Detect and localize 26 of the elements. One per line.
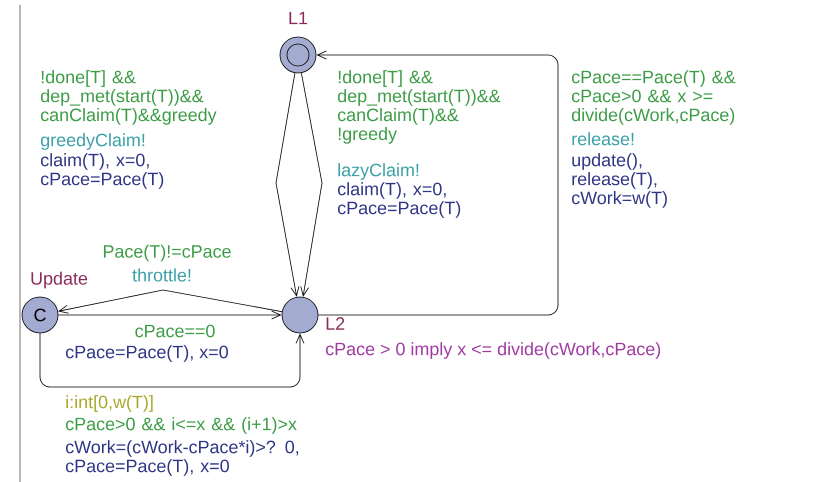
guard-label: Pace(T)!=cPace xyxy=(104,244,231,262)
location-name: Update xyxy=(31,272,88,288)
update-label: update(), release(T), cWork=w(T) xyxy=(572,153,667,208)
update-label: cWork=(cWork-cPace*i)>? 0, cPace=Pace(T), x=0 xyxy=(66,440,298,476)
guard-label: cPace==Pace(T) && cPace>0 && x >= divide(cWork,cPace) xyxy=(572,70,736,125)
sync-label: greedyClaim! xyxy=(40,133,144,150)
update-label: claim(T), x=0, cPace=Pace(T) xyxy=(40,153,164,189)
transition-arrow xyxy=(58,290,282,314)
guard-label: !done[T] && dep_met(start(T))&& canClaim(T)&& !greedy xyxy=(338,70,500,144)
transition-arrow xyxy=(40,332,304,388)
guard-label: cPace>0 && i<=x && (i+1)>x xyxy=(66,417,297,434)
guard-label: !done[T] && dep_met(start(T))&& canClaim(T)&&greedy xyxy=(40,70,217,125)
invariant-label: cPace > 0 imply x <= divide(cWork,cPace) xyxy=(326,342,660,359)
guard-label: cPace==0 xyxy=(135,324,215,338)
location-name: L1 xyxy=(290,12,308,24)
transition-arrow xyxy=(300,72,322,297)
sync-label: throttle! xyxy=(132,268,190,282)
transition-arrow xyxy=(58,310,282,320)
location-name: L2 xyxy=(326,317,344,330)
select-label: i:int[0,w(T)] xyxy=(66,395,153,412)
sync-label: lazyClaim! xyxy=(338,163,418,180)
update-label: claim(T), x=0, cPace=Pace(T) xyxy=(338,182,460,218)
sync-label: release! xyxy=(572,132,634,146)
transition-arrow xyxy=(276,72,300,297)
transition-arrow xyxy=(316,50,558,316)
update-label: cPace=Pace(T), x=0 xyxy=(66,345,228,362)
